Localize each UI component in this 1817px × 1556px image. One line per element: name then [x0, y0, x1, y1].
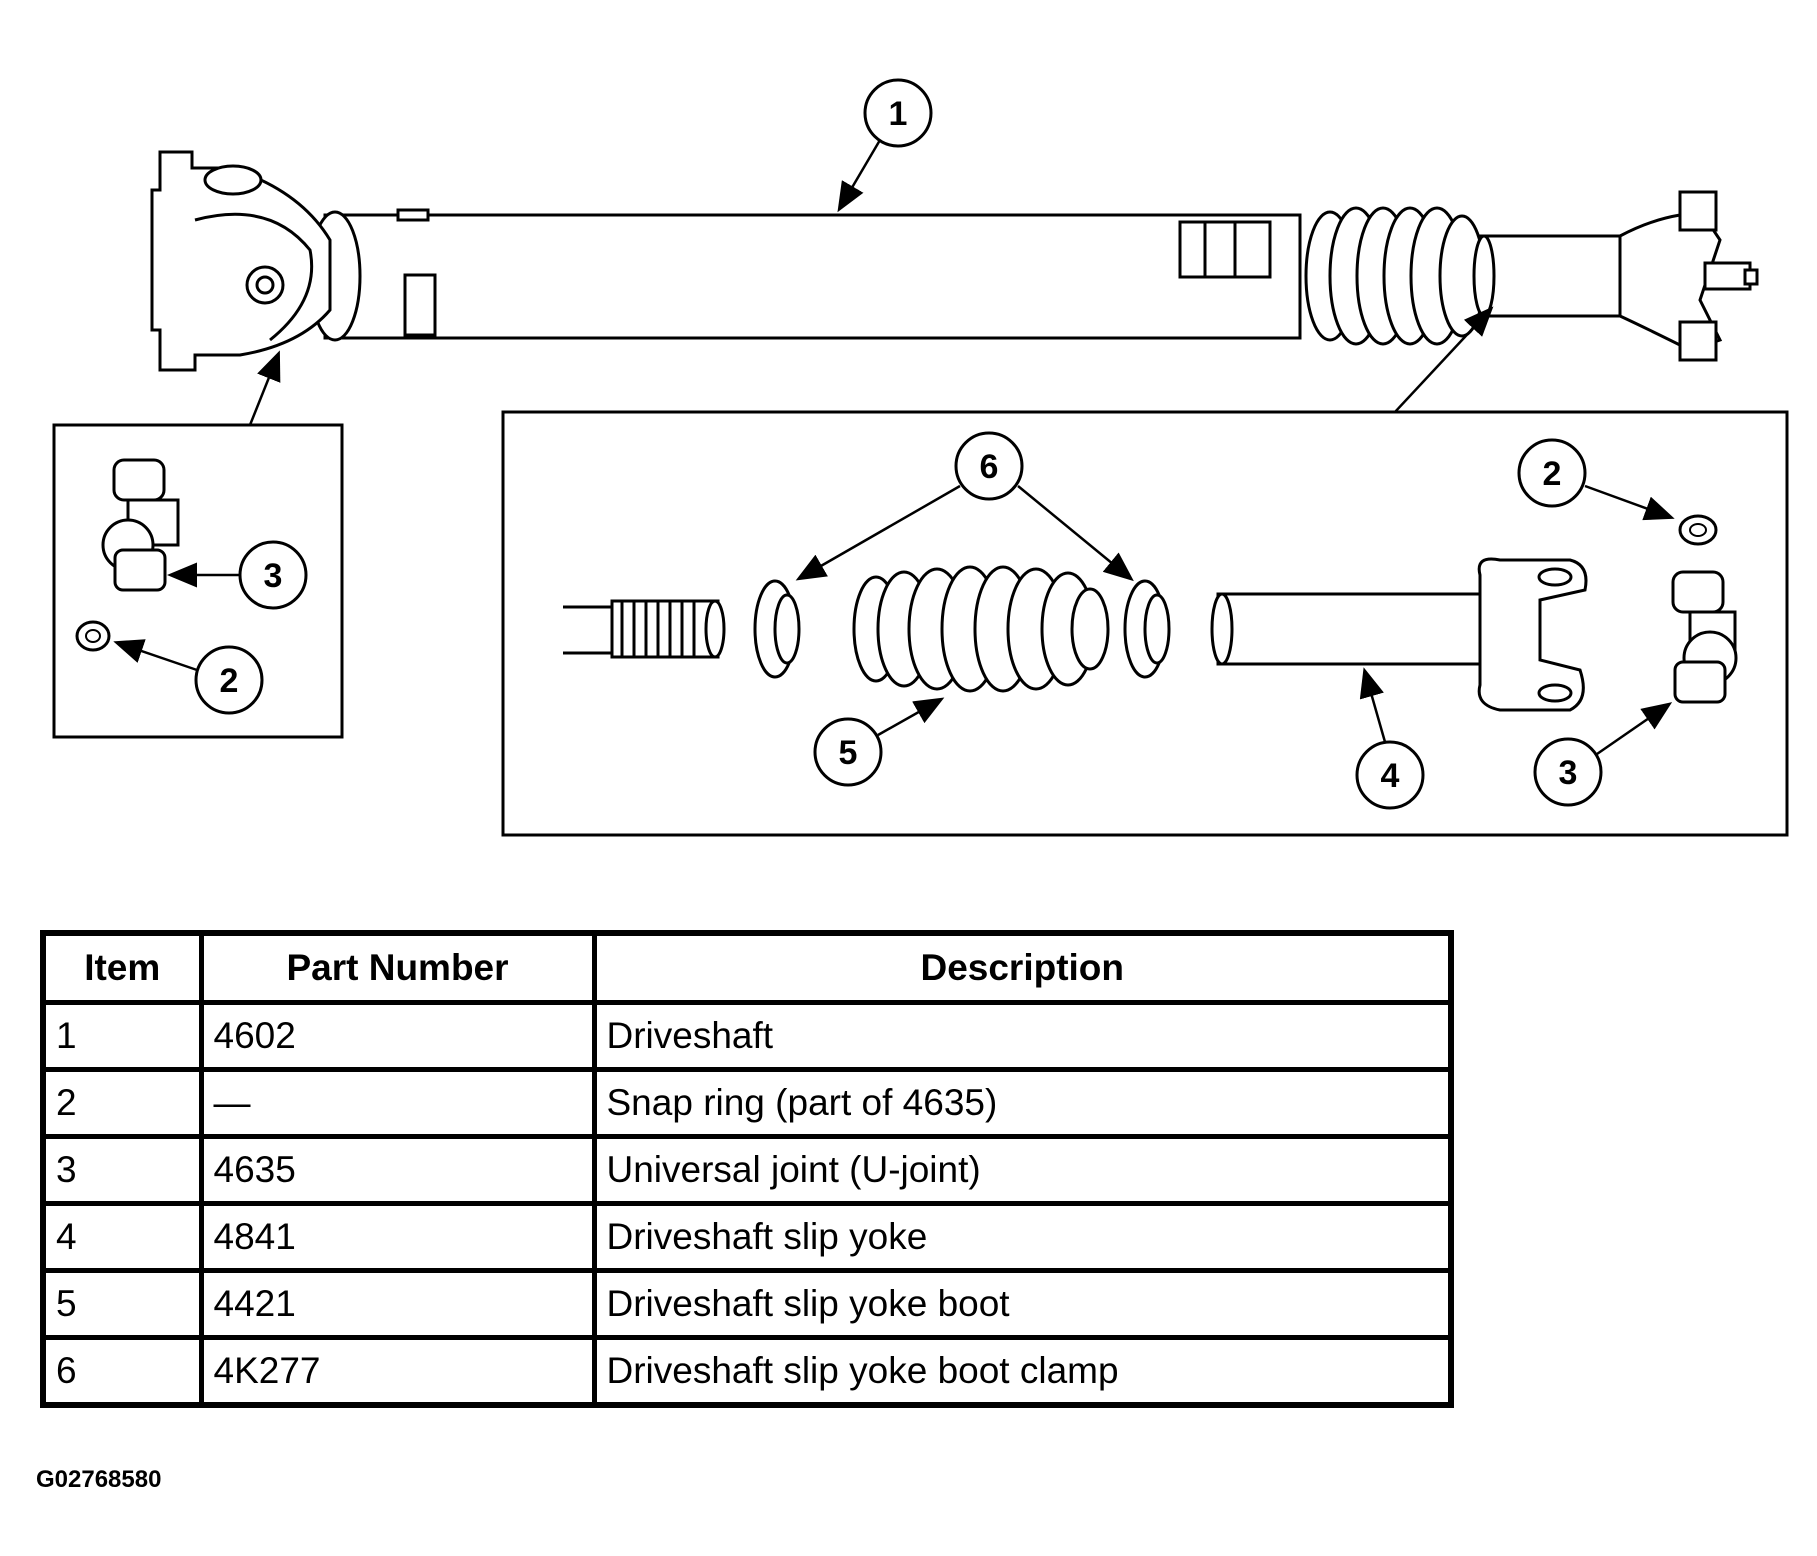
cell-part-number: 4K277	[198, 1335, 597, 1408]
cell-part-number: 4602	[198, 1000, 597, 1072]
leader-left-inset	[248, 350, 281, 426]
callout-2-right-label: 2	[1543, 455, 1562, 493]
cell-item: 2	[40, 1067, 204, 1139]
callout-6-right: 6	[795, 431, 1134, 582]
cell-item: 3	[40, 1134, 204, 1206]
header-description: Description	[591, 930, 1454, 1005]
cell-item: 5	[40, 1268, 204, 1340]
callout-1-label: 1	[889, 95, 908, 133]
cell-description: Snap ring (part of 4635)	[591, 1067, 1454, 1139]
table-row: 4 4841 Driveshaft slip yoke	[40, 1201, 1454, 1273]
table-row: 6 4K277 Driveshaft slip yoke boot clamp	[40, 1335, 1454, 1408]
leader-right-inset	[1394, 306, 1494, 413]
cell-item: 4	[40, 1201, 204, 1273]
callout-3-right: 3	[1533, 702, 1673, 807]
cell-description: Driveshaft slip yoke boot clamp	[591, 1335, 1454, 1408]
cell-description: Driveshaft slip yoke boot	[591, 1268, 1454, 1340]
callout-3-right-label: 3	[1559, 754, 1578, 792]
header-part-number: Part Number	[198, 930, 597, 1005]
table-row: 1 4602 Driveshaft	[40, 1000, 1454, 1072]
cell-part-number: 4635	[198, 1134, 597, 1206]
cell-description: Driveshaft slip yoke	[591, 1201, 1454, 1273]
cell-part-number: 4841	[198, 1201, 597, 1273]
callout-2-left: 2	[113, 639, 264, 715]
callout-1-driveshaft: 1	[837, 78, 933, 213]
callout-3-left: 3	[167, 540, 308, 610]
header-item: Item	[40, 930, 204, 1005]
table-row: 2 — Snap ring (part of 4635)	[40, 1067, 1454, 1139]
table-header-row: Item Part Number Description	[40, 930, 1454, 1005]
callout-5-label: 5	[839, 734, 858, 772]
cell-description: Universal joint (U-joint)	[591, 1134, 1454, 1206]
table-row: 3 4635 Universal joint (U-joint)	[40, 1134, 1454, 1206]
callout-3-left-label: 3	[264, 557, 283, 595]
callout-6-label: 6	[980, 448, 999, 486]
callout-2-right: 2	[1517, 438, 1675, 521]
cell-item: 1	[40, 1000, 204, 1072]
cell-description: Driveshaft	[591, 1000, 1454, 1072]
callout-4-right: 4	[1355, 667, 1425, 810]
callout-5-right: 5	[813, 697, 945, 787]
callout-2-left-label: 2	[220, 662, 239, 700]
parts-table: Item Part Number Description 1 4602 Driv…	[40, 930, 1454, 1408]
driveshaft-exploded-diagram: 1 3 2	[52, 78, 1789, 837]
cell-part-number: 4421	[198, 1268, 597, 1340]
left-inset-panel: 3 2	[52, 423, 344, 739]
cell-part-number: —	[198, 1067, 597, 1139]
right-inset-panel: 6 2 5 4 3	[501, 410, 1789, 837]
driveshaft-assembly	[150, 150, 1759, 372]
figure-id: G02768580	[36, 1466, 162, 1493]
callout-4-label: 4	[1381, 757, 1400, 795]
cell-item: 6	[40, 1335, 204, 1408]
table-row: 5 4421 Driveshaft slip yoke boot	[40, 1268, 1454, 1340]
